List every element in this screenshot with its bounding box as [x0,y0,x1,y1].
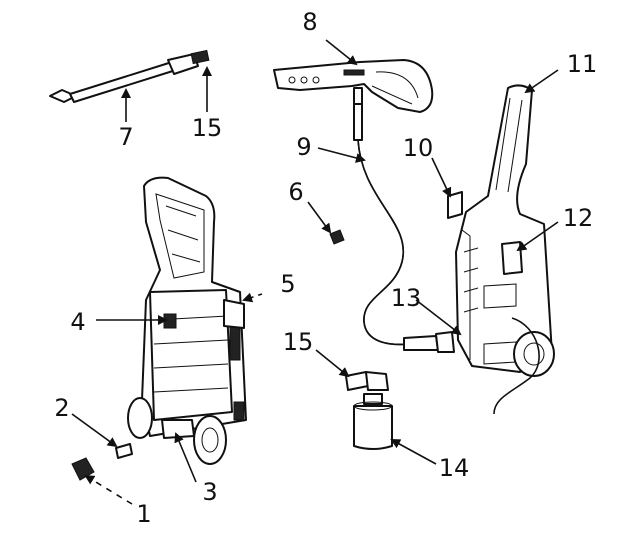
quick-connect-nozzle-part [345,371,389,391]
callout-8: 8 [302,8,317,36]
callout-15-top: 15 [192,114,223,142]
callout-6: 6 [288,178,303,206]
pressure-washer-body-rear [447,84,555,415]
spray-gun-handle-part [273,59,434,113]
nozzle-tip-part [329,229,345,245]
callout-3: 3 [202,478,217,506]
callout-9: 9 [296,133,311,161]
callout-11: 11 [567,50,598,78]
leader-arrows [71,39,559,505]
callout-5: 5 [280,270,295,298]
callout-1: 1 [136,500,151,528]
callout-13: 13 [391,284,422,312]
pressure-washer-body-front [127,176,247,465]
callout-7: 7 [118,123,133,151]
callout-15-center: 15 [283,328,314,356]
inlet-connector-part [71,457,95,481]
lance-wand-part [49,49,210,103]
callout-14: 14 [439,454,470,482]
callout-12: 12 [563,204,594,232]
callout-2: 2 [54,394,69,422]
detergent-bottle-part [353,393,393,450]
callout-4: 4 [70,308,85,336]
callout-10: 10 [403,134,434,162]
inlet-adapter-part [115,443,133,459]
high-pressure-hose-part [353,103,455,353]
